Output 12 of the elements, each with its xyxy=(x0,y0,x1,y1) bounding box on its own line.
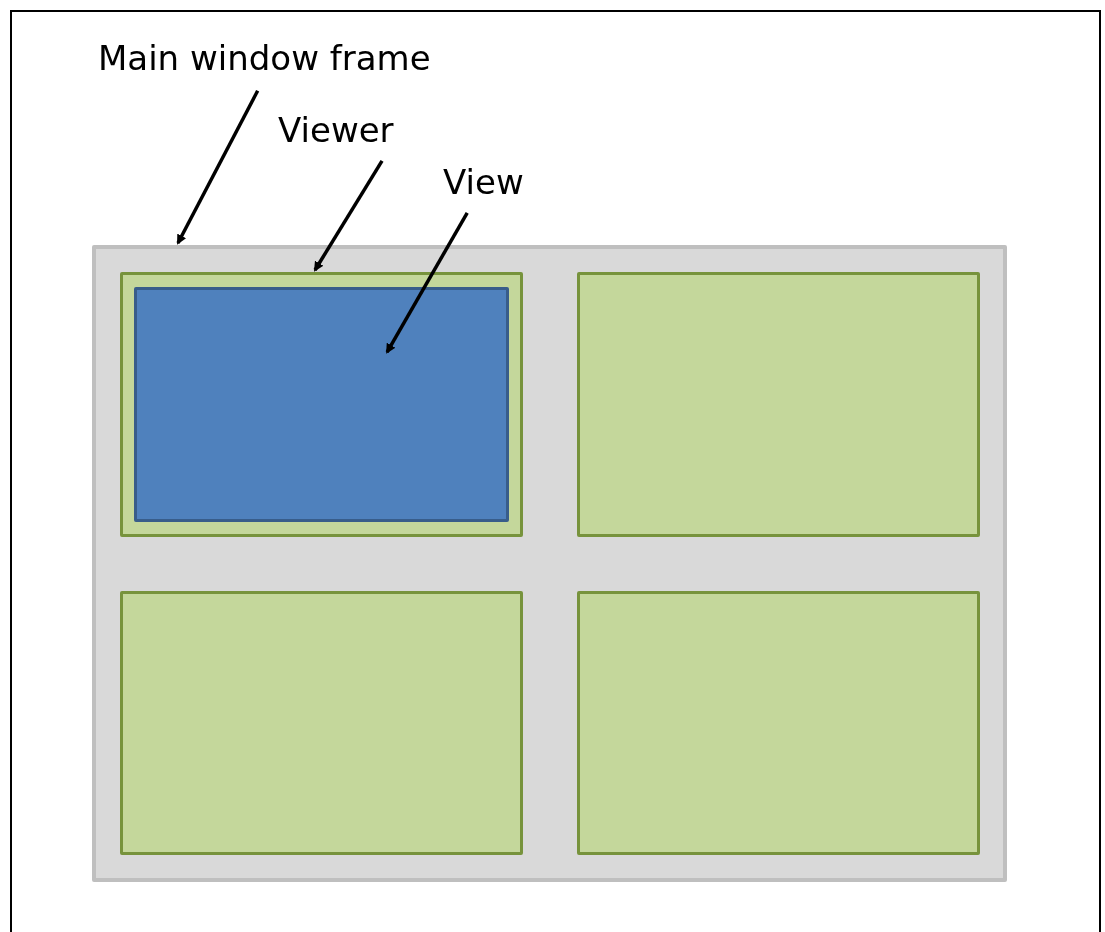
viewer-panel xyxy=(577,591,980,855)
frame-label: Main window frame xyxy=(98,38,431,79)
leader-arrow xyxy=(176,90,260,245)
leader-arrow xyxy=(313,159,384,272)
viewer-panel xyxy=(577,272,980,537)
leader-arrow xyxy=(385,211,469,354)
viewer-panel xyxy=(120,272,523,537)
viewer-panel xyxy=(120,591,523,855)
view-label: View xyxy=(443,162,524,203)
view-panel xyxy=(134,287,509,522)
window-frame-panel xyxy=(92,245,1007,882)
viewer-label: Viewer xyxy=(278,110,394,151)
